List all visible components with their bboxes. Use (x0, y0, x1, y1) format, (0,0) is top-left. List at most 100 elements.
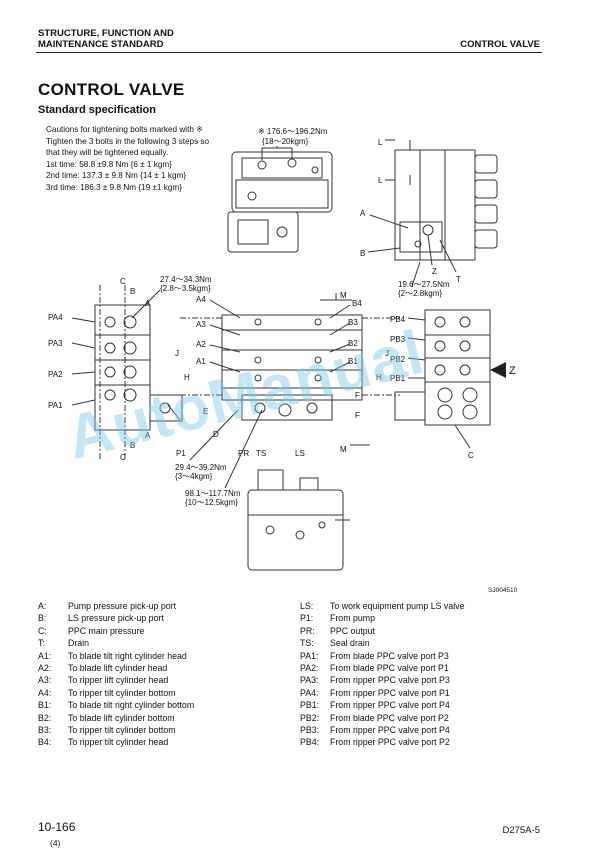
label-A1: A1 (196, 357, 206, 366)
right-view (394, 309, 491, 449)
legend-key: PA1: (300, 650, 319, 661)
legend-item: B3:To ripper tilt cylinder bottom (38, 724, 194, 736)
page-number: 10-166 (38, 820, 76, 834)
legend-key: PA4: (300, 687, 319, 698)
torque-a-label: 27.4～34.3Nm (160, 275, 212, 284)
legend-item: A1: To blade tilt right cylinder head (38, 650, 194, 662)
view-arrow-icon (490, 362, 506, 378)
label-L-mid: L (378, 176, 383, 185)
label-B3: B3 (348, 318, 358, 327)
legend-text: From ripper PPC valve port P2 (330, 737, 450, 748)
legend-item: PB4:From ripper PPC valve port P2 (300, 736, 464, 748)
label-H-right: H (376, 373, 382, 382)
label-M-top: M (340, 291, 347, 300)
section-header: STRUCTURE, FUNCTION AND MAINTENANCE STAN… (38, 28, 174, 50)
legend-key: P1: (300, 613, 314, 624)
torque-a-kgm: {2.8～3.5kgm} (160, 284, 211, 293)
legend-text: To ripper lift cylinder head (68, 675, 169, 686)
label-PB2: PB2 (390, 355, 406, 364)
legend-key: PB2: (300, 712, 320, 723)
section-header-line2: MAINTENANCE STANDARD (38, 39, 164, 50)
legend-text: To blade tilt right cylinder bottom (68, 700, 195, 711)
legend-text: PPC main pressure (68, 625, 145, 636)
legend-text: To ripper tilt cylinder bottom (68, 687, 176, 698)
legend-key: A4: (38, 687, 52, 698)
legend-text: From blade PPC valve port P1 (330, 663, 449, 674)
legend-key: B4: (38, 737, 52, 748)
legend-item: C: PPC main pressure (38, 625, 194, 637)
top-view (227, 146, 333, 253)
caution-line1: Cautions for tightening bolts marked wit… (46, 125, 204, 134)
label-PB3: PB3 (390, 335, 406, 344)
front-view (180, 293, 400, 489)
label-J-left: J (175, 349, 179, 358)
label-C-bottom: C (120, 453, 126, 462)
legend-text: To work equipment pump LS valve (330, 601, 465, 611)
legend-text: From pump (330, 613, 375, 624)
label-PR: PR (238, 449, 249, 458)
legend-text: To blade lift cylinder head (68, 663, 168, 674)
label-H-left: H (184, 373, 190, 382)
legend-text: From blade PPC valve port P3 (330, 650, 449, 661)
legend-key: PB1: (300, 700, 320, 711)
label-B4: B4 (352, 299, 362, 308)
caution-step2: 2nd time: 137.3 ± 9.8 Nm {14 ± 1 kgm} (46, 171, 187, 180)
label-A3: A3 (196, 320, 206, 329)
legend-item: B1:To blade tilt right cylinder bottom (38, 699, 194, 711)
page-title: CONTROL VALVE (38, 80, 185, 99)
legend-item: PA1: From blade PPC valve port P3 (300, 650, 464, 662)
label-LS: LS (295, 449, 305, 458)
label-B-side: B (360, 249, 365, 258)
torque-star-kgm: {18～20kgm} (262, 137, 309, 146)
chapter-header: CONTROL VALVE (460, 39, 540, 50)
legend-item: A:Pump pressure pick-up port (38, 600, 194, 612)
page-subtitle: Standard specification (38, 104, 156, 116)
label-L-top: L (378, 138, 383, 147)
legend-key: LS: (300, 601, 314, 611)
legend-key: A3: (38, 675, 52, 686)
label-A4: A4 (196, 295, 206, 304)
label-M-bottom: M (340, 445, 347, 454)
legend-key: PA2: (300, 663, 319, 674)
legend-item: PB2:From blade PPC valve port P2 (300, 712, 464, 724)
legend-item: PA2: From blade PPC valve port P1 (300, 662, 464, 674)
legend-text: To ripper tilt cylinder bottom (68, 725, 176, 736)
label-P1: P1 (176, 449, 186, 458)
legend-key: B2: (38, 712, 52, 723)
label-C-top: C (120, 277, 126, 286)
control-valve-drawing: ※ 176.6～196.2Nm {18～20kgm} 27.4～34.3Nm {… (48, 127, 518, 594)
legend-key: PR: (300, 625, 315, 636)
legend-item: A4: To ripper tilt cylinder bottom (38, 687, 194, 699)
label-J-right: J (385, 349, 389, 358)
legend-text: From ripper PPC valve port P4 (330, 725, 450, 736)
torque-c-label: 29.4～39.2Nm (175, 463, 227, 472)
label-A-top: A (145, 299, 151, 308)
legend-text: From ripper PPC valve port P1 (330, 687, 450, 698)
legend-text: To blade lift cylinder bottom (68, 712, 175, 723)
legend-item: PB3: From ripper PPC valve port P4 (300, 724, 464, 736)
label-C-right: C (468, 451, 474, 460)
legend-text: To blade tilt right cylinder head (68, 650, 187, 661)
legend-key: C: (38, 625, 47, 636)
label-T-side: T (456, 275, 461, 284)
legend-text: Seal drain (330, 638, 370, 649)
section-header-line1: STRUCTURE, FUNCTION AND (38, 28, 174, 39)
caution-note: Cautions for tightening bolts marked wit… (46, 124, 266, 193)
legend-item: P1: From pump (300, 612, 464, 624)
legend-item: B:LS pressure pick-up port (38, 612, 194, 624)
label-TS: TS (256, 449, 266, 458)
label-PB1: PB1 (390, 374, 406, 383)
legend-key: A1: (38, 650, 52, 661)
caution-step3: 3rd time: 186.3 ± 9.8 Nm {19 ±1 kgm} (46, 182, 182, 192)
legend-item: TS:Seal drain (300, 637, 464, 649)
legend-item: B4:To ripper tilt cylinder head (38, 736, 194, 748)
legend-item: PR:PPC output (300, 625, 464, 637)
legend-key: PA3: (300, 675, 319, 686)
label-Z-side: Z (432, 267, 437, 276)
label-F-top: F (355, 391, 360, 400)
left-view (71, 285, 183, 460)
label-A-bottom: A (145, 431, 151, 440)
legend-key: PB3: (300, 725, 320, 736)
legend-item: A2:To blade lift cylinder head (38, 662, 194, 674)
